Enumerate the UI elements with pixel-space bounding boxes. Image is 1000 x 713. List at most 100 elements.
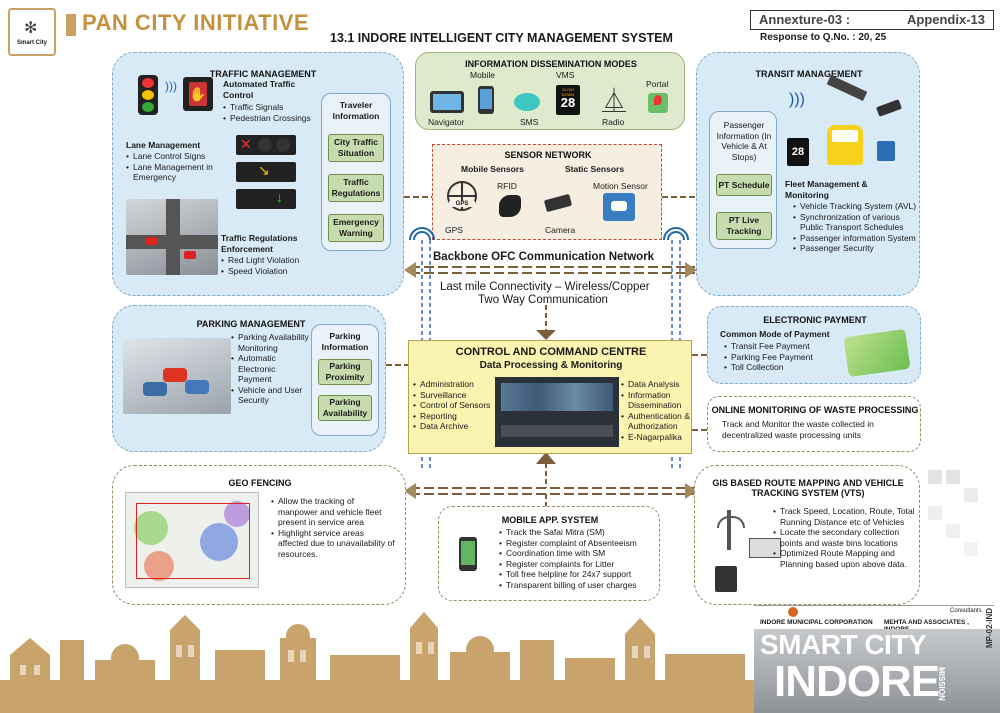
imc-emblem-icon [788, 607, 798, 617]
lane-sign-arrow-icon: ↘ [236, 162, 296, 182]
sensor-network-panel: SENSOR NETWORK Mobile Sensors Static Sen… [432, 144, 662, 240]
gps-icon-label: GPS [449, 201, 475, 207]
list-item: Authentication & Authorization [621, 411, 693, 432]
list-item: Parking Availability Monitoring [231, 332, 311, 353]
vms-panel-number: 28 [560, 95, 576, 110]
logo-text: Smart City [16, 40, 47, 46]
smart-city-banner: SMART CITY INDORE MISSION [754, 629, 1000, 713]
gps-label: GPS [445, 225, 463, 235]
enforcement-list: Red Light Violation Speed Violation [221, 255, 321, 276]
pt-schedule-button[interactable]: PT Schedule [716, 174, 772, 196]
navigator-label: Navigator [428, 117, 465, 127]
list-item: E-Nagarpalika [621, 432, 693, 443]
transit-vms-number: 28 [791, 146, 805, 158]
smart-city-logo: ✻ Smart City [8, 8, 56, 56]
list-item: Pedestrian Crossings [223, 113, 333, 124]
decorative-squares [928, 470, 988, 570]
traveler-info-box: Traveler Information City Traffic Situat… [321, 93, 391, 251]
gis-title: GIS BASED ROUTE MAPPING AND VEHICLE TRAC… [712, 478, 904, 498]
transit-title: TRANSIT MANAGEMENT [755, 69, 863, 79]
parking-list: Parking Availability Monitoring Automati… [231, 332, 311, 406]
mobile-label: Mobile [470, 70, 496, 80]
list-item: Transparent billing of user charges [499, 580, 659, 591]
transit-management-panel: TRANSIT MANAGEMENT ))) Passenger Informa… [696, 52, 920, 296]
code-label: MP-02-IND [985, 607, 994, 648]
list-item: Locate the secondary collection points a… [773, 527, 917, 548]
mobile-app-panel: MOBILE APP. SYSTEM Track the Safai Mitra… [438, 506, 660, 601]
gis-satellite-tower-icon [711, 510, 751, 560]
list-item: Speed Violation [221, 266, 321, 277]
command-left-list: Administration Surveillance Control of S… [413, 379, 493, 432]
parking-info-title: Parking Information [321, 331, 369, 352]
list-item: Data Archive [413, 421, 493, 432]
radio-label: Radio [602, 117, 625, 127]
radio-tower-icon: ⏅ [602, 88, 626, 115]
rfid-tag-icon [499, 195, 521, 217]
indore-label: INDORE [774, 657, 940, 706]
parking-proximity-button[interactable]: Parking Proximity [318, 359, 372, 385]
list-item: Track the Safai Mitra (SM) [499, 527, 659, 538]
parking-management-panel: PARKING MANAGEMENT Parking Availability … [112, 305, 386, 452]
rfid-label: RFID [497, 181, 517, 191]
geofencing-list: Allow the tracking of manpower and vehic… [271, 496, 395, 559]
transit-vms-icon: 28 [787, 138, 809, 166]
list-item: Lane Management in Emergency [126, 162, 236, 183]
passenger-info-box: Passenger Information (In Vehicle & At S… [709, 111, 777, 249]
passenger-info-title: Passenger Information (In Vehicle & At S… [716, 120, 772, 162]
initiative-marker [66, 14, 76, 36]
list-item: Control of Sensors [413, 400, 493, 411]
pt-live-tracking-button[interactable]: PT Live Tracking [716, 212, 772, 240]
city-traffic-button[interactable]: City Traffic Situation [328, 134, 384, 162]
mission-label: MISSION [937, 667, 946, 701]
list-item: Allow the tracking of manpower and vehic… [271, 496, 395, 528]
response-label: Response to Q.No. : 20, 25 [760, 32, 887, 43]
list-item: Traffic Signals [223, 102, 333, 113]
control-room-image [495, 377, 619, 447]
vms-panel-icon: SLOW DOWN 28 [556, 85, 580, 115]
waste-text: Track and Monitor the waste collected in… [722, 419, 874, 440]
geofencing-title: GEO FENCING [228, 478, 292, 488]
gis-list: Track Speed, Location, Route, Total Runn… [773, 506, 917, 569]
mobile-phone-icon [478, 86, 494, 114]
sms-label: SMS [520, 117, 539, 127]
emergency-warning-button[interactable]: Emergency Warning [328, 214, 384, 242]
logo-butterfly-icon: ✻ [24, 20, 38, 37]
portal-map-icon [648, 93, 668, 113]
parking-info-box: Parking Information Parking Proximity Pa… [311, 324, 379, 436]
portal-label: Portal [646, 79, 669, 89]
list-item: Surveillance [413, 390, 493, 401]
command-subtitle: Data Processing & Monitoring [479, 360, 623, 371]
epayment-subtitle: Common Mode of Payment [720, 329, 830, 339]
city-skyline [0, 612, 760, 713]
list-item: Optimized Route Mapping and Planning bas… [773, 548, 917, 569]
list-item: Lane Control Signs [126, 151, 236, 162]
fleet-list: Vehicle Tracking System (AVL) Synchroniz… [793, 201, 917, 254]
gis-panel: GIS BASED ROUTE MAPPING AND VEHICLE TRAC… [694, 465, 920, 605]
payment-card-icon [843, 328, 911, 378]
road-intersection-image [126, 199, 218, 275]
list-item: Data Analysis [621, 379, 693, 390]
list-item: Synchronization of various Public Transp… [793, 212, 917, 233]
annexure-box: Annexture-03 : Appendix-13 [750, 10, 994, 30]
list-item: Transit Fee Payment [724, 341, 834, 352]
epayment-title: ELECTRONIC PAYMENT [763, 315, 867, 325]
fleet-title: Fleet Management & Monitoring [785, 179, 868, 200]
command-centre-panel: CONTROL AND COMMAND CENTRE Data Processi… [408, 340, 692, 454]
parking-lot-image [123, 338, 231, 414]
traffic-title: TRAFFIC MANAGEMENT [209, 69, 317, 79]
lane-title: Lane Management [126, 140, 201, 150]
page-title: 13.1 INDORE INTELLIGENT CITY MANAGEMENT … [330, 31, 673, 45]
traffic-regulations-button[interactable]: Traffic Regulations [328, 174, 384, 202]
geofence-map-image [125, 492, 259, 588]
list-item: Parking Fee Payment [724, 352, 834, 363]
list-item: Automatic Electronic Payment [231, 353, 311, 385]
list-item: Toll free helpline for 24x7 support [499, 569, 659, 580]
vms-panel-top: SLOW DOWN [561, 87, 575, 97]
list-item: Administration [413, 379, 493, 390]
sensor-title: SENSOR NETWORK [504, 150, 592, 160]
parking-availability-button[interactable]: Parking Availability [318, 395, 372, 421]
command-right-list: Data Analysis Information Dissemination … [621, 379, 693, 442]
lane-list: Lane Control Signs Lane Management in Em… [126, 151, 236, 183]
pedestrian-signal-icon: ✋ [183, 77, 213, 111]
dissemination-panel: INFORMATION DISSEMINATION MODES Mobile V… [415, 52, 685, 130]
